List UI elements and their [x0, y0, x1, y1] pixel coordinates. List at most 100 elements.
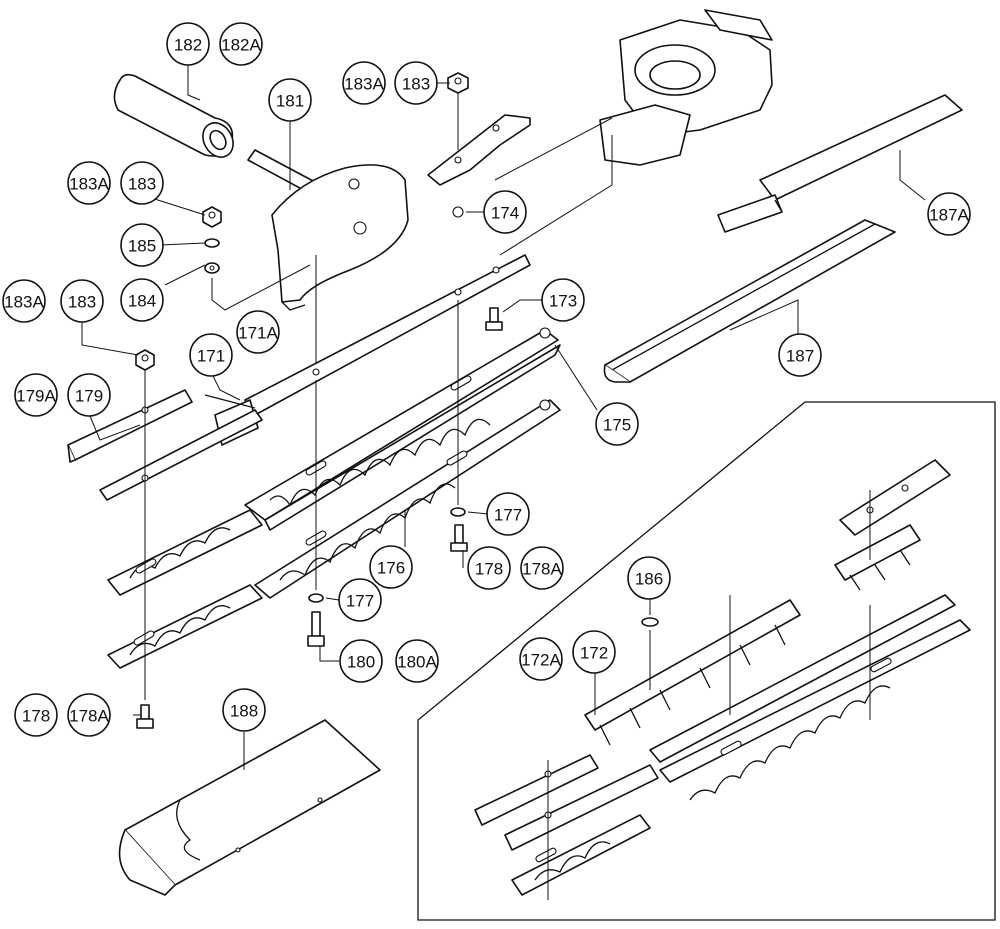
callout-label: 174: [491, 204, 519, 223]
callout-label: 183A: [69, 175, 109, 194]
callout-circle: [60, 279, 104, 323]
callout-circle: [67, 373, 111, 417]
handle-bracket: [247, 149, 409, 380]
callout-c171: 171: [189, 333, 233, 377]
callout-circle: [120, 161, 164, 205]
callout-circle: [927, 192, 971, 236]
blade-cover-lower: [603, 219, 896, 383]
callout-label: 187A: [929, 206, 969, 225]
callout-label: 179A: [16, 387, 56, 406]
callout-label: 183: [68, 293, 96, 312]
callout-circle: [369, 545, 413, 589]
left-blade-pair: [107, 509, 263, 669]
callout-label: 176: [377, 559, 405, 578]
callout-label: 187: [786, 347, 814, 366]
callout-circle: [67, 693, 111, 737]
callout-circle: [520, 546, 564, 590]
callout-label: 183A: [4, 293, 44, 312]
callout-c187A: 187A: [927, 192, 971, 236]
callout-c173: 173: [541, 278, 585, 322]
callout-circle: [268, 78, 312, 122]
callout-circle: [778, 333, 822, 377]
guide-plate-left: [67, 389, 263, 501]
callout-circle: [467, 546, 511, 590]
spacer-plate: [427, 114, 531, 218]
callout-label: 178: [22, 707, 50, 726]
callout-label: 185: [128, 237, 156, 256]
callout-label: 181: [276, 92, 304, 111]
callout-circle: [222, 688, 266, 732]
callout-circle: [120, 223, 164, 267]
blade-shield: [118, 719, 381, 896]
callout-c172A: 172A: [519, 637, 563, 681]
callout-label: 178A: [69, 707, 109, 726]
callout-label: 177: [346, 592, 374, 611]
nut-left: [135, 349, 155, 700]
inset-frame: [417, 401, 996, 921]
callout-circle: [166, 22, 210, 66]
callout-label: 184: [128, 292, 156, 311]
callout-c178A_2: 178A: [67, 693, 111, 737]
callout-c180A: 180A: [395, 639, 439, 683]
callout-c176: 176: [369, 545, 413, 589]
callout-label: 183: [402, 75, 430, 94]
callout-circle: [120, 278, 164, 322]
callout-circle: [483, 190, 527, 234]
callout-c183A_2: 183A: [67, 161, 111, 205]
callout-label: 183A: [344, 75, 384, 94]
callout-circle: [14, 693, 58, 737]
callout-c183_2: 183: [120, 161, 164, 205]
callout-circle: [67, 161, 111, 205]
leader-lines: [81, 64, 926, 770]
callout-c178_1: 178: [467, 546, 511, 590]
callout-label: 177: [494, 506, 522, 525]
callout-circle: [342, 61, 386, 105]
callout-c183A_3: 183A: [2, 279, 46, 323]
callout-c171A: 171A: [236, 310, 280, 354]
callout-c182A: 182A: [219, 22, 263, 66]
callout-c179A: 179A: [14, 373, 58, 417]
callout-circle: [189, 333, 233, 377]
callout-c183A_1: 183A: [342, 61, 386, 105]
callout-label: 178: [475, 560, 503, 579]
callout-label: 188: [230, 702, 258, 721]
callout-c175: 175: [595, 402, 639, 446]
callout-c178A_1: 178A: [520, 546, 564, 590]
callout-label: 171A: [238, 324, 278, 343]
gear-case: [494, 9, 773, 256]
callout-c181: 181: [268, 78, 312, 122]
callout-circle: [394, 61, 438, 105]
callout-label: 175: [603, 416, 631, 435]
callout-c185: 185: [120, 223, 164, 267]
callout-c177_2: 177: [338, 578, 382, 622]
nut-and-washers: [202, 206, 311, 311]
nut-top: [447, 72, 469, 150]
callout-c182: 182: [166, 22, 210, 66]
callout-label: 172: [580, 644, 608, 663]
callout-c186: 186: [627, 556, 671, 600]
callout-circle: [14, 373, 58, 417]
callout-label: 179: [75, 387, 103, 406]
callout-label: 171: [197, 347, 225, 366]
callout-c187: 187: [778, 333, 822, 377]
callout-c174: 174: [483, 190, 527, 234]
callout-c179: 179: [67, 373, 111, 417]
callout-circle: [519, 637, 563, 681]
callout-circle: [2, 279, 46, 323]
callout-label: 183: [128, 175, 156, 194]
callout-circle: [236, 310, 280, 354]
callout-label: 173: [549, 292, 577, 311]
callout-circle: [339, 639, 383, 683]
blade-cover-upper: [717, 94, 963, 233]
callout-circle: [338, 578, 382, 622]
callout-c178_2: 178: [14, 693, 58, 737]
callout-c188: 188: [222, 688, 266, 732]
bolt-173: [485, 307, 503, 331]
callout-label: 180A: [397, 653, 437, 672]
upper-blade: [244, 327, 561, 531]
callout-c184: 184: [120, 278, 164, 322]
callout-circle: [219, 22, 263, 66]
callout-circle: [627, 556, 671, 600]
callout-label: 178A: [522, 560, 562, 579]
